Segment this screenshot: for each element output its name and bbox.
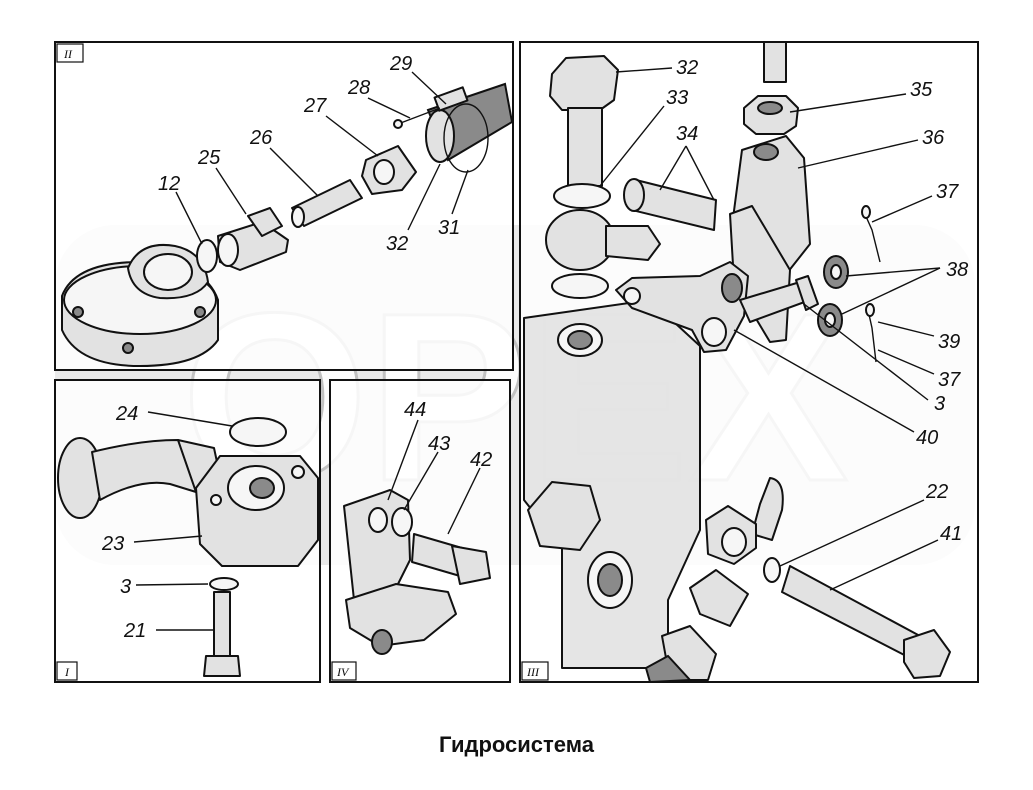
callout-21: 21: [123, 620, 146, 642]
callout-26: 26: [249, 127, 273, 149]
callout-23: 23: [101, 533, 124, 555]
panel-iii: III: [519, 41, 979, 684]
cotter-pins-37: [861, 205, 881, 363]
callout-12: 12: [158, 173, 180, 195]
callout-29: 29: [389, 53, 412, 75]
banjo-fitting: [545, 209, 661, 299]
callout-32: 32: [386, 233, 408, 255]
panel-iv: IV 44 43 42: [329, 379, 511, 683]
callout-41: 41: [940, 523, 962, 545]
washer-3: [209, 577, 239, 591]
callout-43: 43: [428, 433, 450, 455]
callout-40: 40: [916, 427, 938, 449]
seal-ring-24: [229, 417, 287, 447]
callout-3: 3: [120, 576, 131, 598]
nut-27: [361, 145, 417, 195]
callout-36: 36: [922, 127, 945, 149]
callout-34: 34: [676, 123, 698, 145]
bolt-41: [781, 565, 951, 679]
fitting-25: [217, 207, 289, 271]
callout-22: 22: [925, 481, 948, 503]
pump-housing: [61, 244, 219, 367]
panel-ii: II: [54, 41, 514, 371]
bracket-44: [343, 489, 457, 655]
callout-32-iii: 32: [676, 57, 698, 79]
callout-27: 27: [303, 95, 327, 117]
washer-33: [553, 183, 611, 209]
callout-28: 28: [347, 77, 370, 99]
lever-arm: [615, 261, 749, 353]
panel-iii-label: III: [526, 665, 540, 679]
callout-33: 33: [666, 87, 688, 109]
nipple-26: [291, 179, 363, 228]
banjo-bolt-32: [549, 55, 619, 187]
callout-31: 31: [438, 217, 460, 239]
callouts-panel-ii: 29 28 27 26 25 12 32 31: [158, 53, 469, 255]
callout-38: 38: [946, 259, 968, 281]
callout-44: 44: [404, 399, 426, 421]
panel-ii-label: II: [63, 47, 73, 61]
hose-fitting-lower: [644, 477, 784, 684]
diagram-caption: Гидросистема: [439, 732, 594, 757]
callout-42: 42: [470, 449, 492, 471]
callouts-panel-iii: 32 33 34 35 36 37 38 39 37 3 40 22: [599, 57, 968, 591]
pin-34: [623, 178, 717, 231]
washer-43: [391, 507, 413, 537]
callout-3-iii: 3: [934, 393, 945, 415]
panel-i-label: I: [64, 665, 70, 679]
callout-35: 35: [910, 79, 933, 101]
callout-37-bottom: 37: [938, 369, 961, 391]
seal-ring-12: [196, 239, 218, 273]
callout-24: 24: [115, 403, 138, 425]
bolt-40: [739, 275, 819, 323]
panel-i: I 24 23 3 21: [54, 379, 321, 683]
bolt-42: [411, 533, 491, 585]
panel-iv-label: IV: [336, 665, 350, 679]
callout-39: 39: [938, 331, 960, 353]
callouts-panel-iv: 44 43 42: [387, 399, 492, 535]
flange-23: [195, 455, 319, 567]
bolt-21: [203, 591, 241, 677]
washer-22: [763, 557, 781, 583]
callout-25: 25: [197, 147, 221, 169]
callout-37-top: 37: [936, 181, 959, 203]
callouts-panel-i: 24 23 3 21: [101, 403, 233, 642]
hose-clamp: [393, 82, 514, 173]
